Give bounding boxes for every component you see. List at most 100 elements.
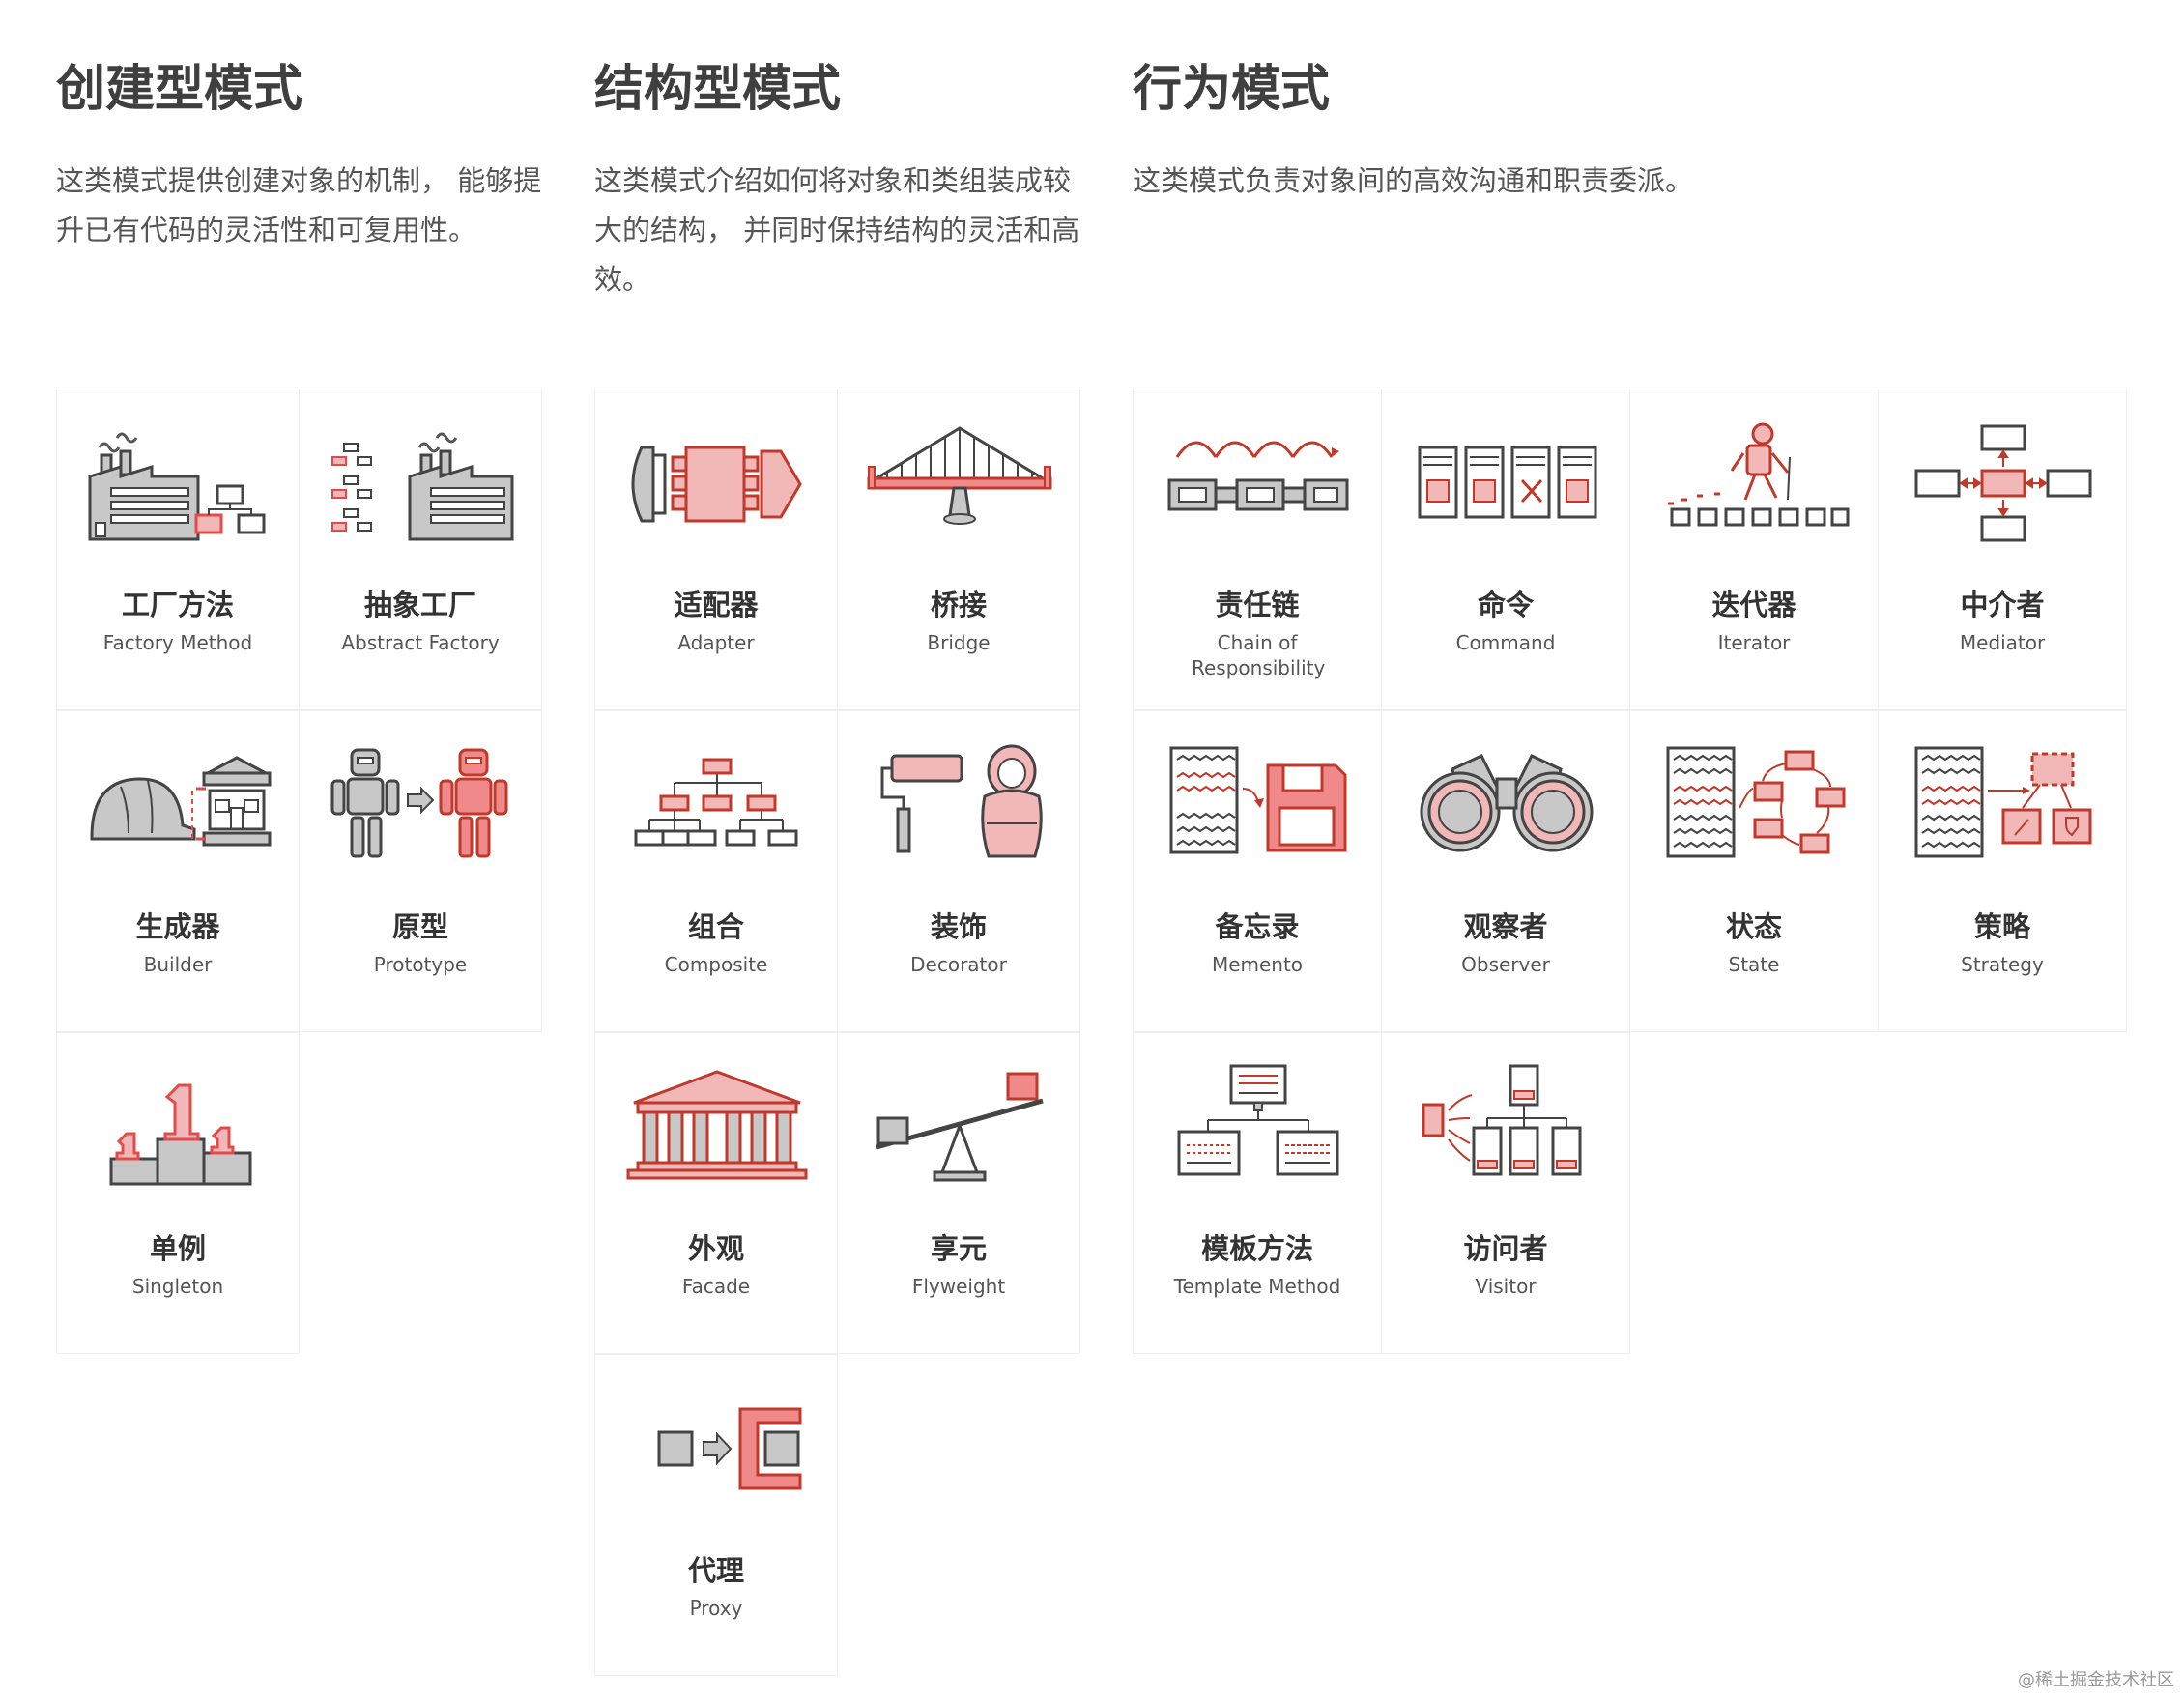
pattern-name-zh: 中介者 bbox=[1960, 589, 2045, 621]
pattern-card-proxy[interactable]: 代理 Proxy bbox=[594, 1354, 838, 1676]
pattern-card-prototype[interactable]: 原型 Prototype bbox=[299, 710, 542, 1032]
pattern-name-zh: 原型 bbox=[391, 910, 448, 943]
section-description: 这类模式负责对象间的高效沟通和职责委派。 bbox=[1133, 157, 1693, 206]
hiker-icon bbox=[1630, 409, 1880, 554]
pattern-card-adapter[interactable]: 适配器 Adapter bbox=[594, 389, 838, 710]
pattern-card-state[interactable]: 状态 State bbox=[1629, 710, 1879, 1032]
roller-doll-icon bbox=[838, 731, 1081, 876]
pattern-name-en: Command bbox=[1455, 631, 1556, 654]
pattern-card-memento[interactable]: 备忘录 Memento bbox=[1133, 710, 1382, 1032]
proxy-icon bbox=[595, 1374, 839, 1519]
pattern-name-zh: 命令 bbox=[1477, 589, 1534, 621]
pattern-card-template-method[interactable]: 模板方法 Template Method bbox=[1133, 1032, 1382, 1354]
pattern-card-visitor[interactable]: 访问者 Visitor bbox=[1381, 1032, 1630, 1354]
visitor-icon bbox=[1382, 1052, 1631, 1197]
pattern-name-zh: 组合 bbox=[687, 910, 744, 943]
binoculars-icon bbox=[1382, 731, 1631, 876]
pattern-card-strategy[interactable]: 策略 Strategy bbox=[1878, 710, 2127, 1032]
pattern-card-bridge[interactable]: 桥接 Bridge bbox=[837, 389, 1080, 710]
pattern-card-abstract-factory[interactable]: 抽象工厂 Abstract Factory bbox=[299, 389, 542, 710]
pattern-name-zh: 观察者 bbox=[1463, 910, 1548, 943]
pattern-name-zh: 工厂方法 bbox=[121, 589, 234, 621]
pattern-card-chain-of-responsibility[interactable]: 责任链 Chain of Responsibility bbox=[1133, 389, 1382, 710]
pattern-name-en: Memento bbox=[1211, 953, 1304, 976]
pattern-name-zh: 单例 bbox=[149, 1232, 206, 1265]
pattern-card-flyweight[interactable]: 享元 Flyweight bbox=[837, 1032, 1080, 1354]
factory-icon bbox=[57, 409, 301, 554]
pattern-name-en: Bridge bbox=[927, 631, 991, 654]
pattern-name-zh: 迭代器 bbox=[1711, 589, 1796, 621]
section-description: 这类模式提供创建对象的机制， 能够提 升已有代码的灵活性和可复用性。 bbox=[56, 157, 541, 255]
pattern-name-en: Proxy bbox=[689, 1597, 743, 1620]
pattern-card-command[interactable]: 命令 Command bbox=[1381, 389, 1630, 710]
pattern-name-en: Builder bbox=[143, 953, 213, 976]
pattern-name-en: Decorator bbox=[910, 953, 1007, 976]
pattern-name-en: Composite bbox=[664, 953, 768, 976]
pattern-card-singleton[interactable]: 单例 Singleton bbox=[56, 1032, 300, 1354]
description-line: 这类模式介绍如何将对象和类组装成较 bbox=[594, 164, 1072, 197]
floppy-icon bbox=[1134, 731, 1383, 876]
tree-icon bbox=[595, 731, 839, 876]
pattern-card-factory-method[interactable]: 工厂方法 Factory Method bbox=[56, 389, 300, 710]
pattern-name-en: Strategy bbox=[1961, 953, 2044, 976]
section-description: 这类模式介绍如何将对象和类组装成较 大的结构， 并同时保持结构的灵活和高 效。 bbox=[594, 157, 1079, 304]
pattern-card-mediator[interactable]: 中介者 Mediator bbox=[1878, 389, 2127, 710]
pattern-name-zh: 备忘录 bbox=[1215, 910, 1300, 943]
mediator-icon bbox=[1879, 409, 2128, 554]
pattern-name-zh: 享元 bbox=[930, 1232, 987, 1265]
watermark: @稀土掘金技术社区 bbox=[2018, 1670, 2174, 1690]
pattern-name-zh: 状态 bbox=[1725, 910, 1782, 943]
pattern-name-zh: 装饰 bbox=[930, 910, 987, 943]
section-title: 创建型模式 bbox=[56, 61, 303, 118]
pattern-name-en: Flyweight bbox=[911, 1275, 1006, 1298]
pattern-name-en: Singleton bbox=[131, 1275, 224, 1298]
pattern-name-zh: 外观 bbox=[687, 1232, 744, 1265]
pattern-name-en: Factory Method bbox=[102, 631, 253, 654]
abstract-factory-icon bbox=[300, 409, 543, 554]
pattern-name-zh: 责任链 bbox=[1215, 589, 1300, 621]
description-line: 这类模式提供创建对象的机制， 能够提 bbox=[56, 164, 542, 197]
pattern-name-zh: 模板方法 bbox=[1200, 1232, 1313, 1265]
pattern-name-zh: 桥接 bbox=[930, 589, 987, 621]
pattern-name-zh: 代理 bbox=[687, 1554, 744, 1587]
robots-icon bbox=[300, 731, 543, 876]
temple-icon bbox=[595, 1052, 839, 1197]
section-title: 行为模式 bbox=[1133, 61, 1331, 118]
builder-icon bbox=[57, 731, 301, 876]
pattern-name-en: State bbox=[1728, 953, 1780, 976]
pattern-name-en: Template Method bbox=[1173, 1275, 1341, 1298]
pattern-name-zh: 策略 bbox=[1973, 910, 2030, 943]
description-line: 大的结构， 并同时保持结构的灵活和高 bbox=[594, 214, 1080, 246]
pattern-name-en: Chain of Responsibility bbox=[1192, 631, 1326, 679]
adapter-icon bbox=[595, 409, 839, 554]
pattern-name-en: Abstract Factory bbox=[341, 631, 500, 654]
pattern-name-en: Iterator bbox=[1717, 631, 1791, 654]
pattern-card-decorator[interactable]: 装饰 Decorator bbox=[837, 710, 1080, 1032]
template-icon bbox=[1134, 1052, 1383, 1197]
pattern-name-en: Observer bbox=[1461, 953, 1550, 976]
chain-icon bbox=[1134, 409, 1383, 554]
pattern-name-zh: 适配器 bbox=[674, 589, 759, 621]
description-line: 升已有代码的灵活性和可复用性。 bbox=[56, 214, 477, 246]
pattern-name-en: Adapter bbox=[677, 631, 755, 654]
podium-icon bbox=[57, 1052, 301, 1197]
pattern-name-zh: 抽象工厂 bbox=[363, 589, 476, 621]
pattern-name-en: Mediator bbox=[1959, 631, 2046, 654]
state-icon bbox=[1630, 731, 1880, 876]
pattern-name-en: Facade bbox=[681, 1275, 751, 1298]
pattern-name-en: Visitor bbox=[1475, 1275, 1537, 1298]
pattern-card-composite[interactable]: 组合 Composite bbox=[594, 710, 838, 1032]
command-icon bbox=[1382, 409, 1631, 554]
description-line: 这类模式负责对象间的高效沟通和职责委派。 bbox=[1133, 164, 1694, 197]
pattern-card-observer[interactable]: 观察者 Observer bbox=[1381, 710, 1630, 1032]
pattern-card-iterator[interactable]: 迭代器 Iterator bbox=[1629, 389, 1879, 710]
strategy-icon bbox=[1879, 731, 2128, 876]
description-line: 效。 bbox=[594, 263, 651, 296]
pattern-name-zh: 生成器 bbox=[135, 910, 220, 943]
pattern-name-en: Prototype bbox=[373, 953, 468, 976]
seesaw-icon bbox=[838, 1052, 1081, 1197]
pattern-card-builder[interactable]: 生成器 Builder bbox=[56, 710, 300, 1032]
bridge-icon bbox=[838, 409, 1081, 554]
pattern-card-facade[interactable]: 外观 Facade bbox=[594, 1032, 838, 1354]
pattern-name-zh: 访问者 bbox=[1463, 1232, 1548, 1265]
